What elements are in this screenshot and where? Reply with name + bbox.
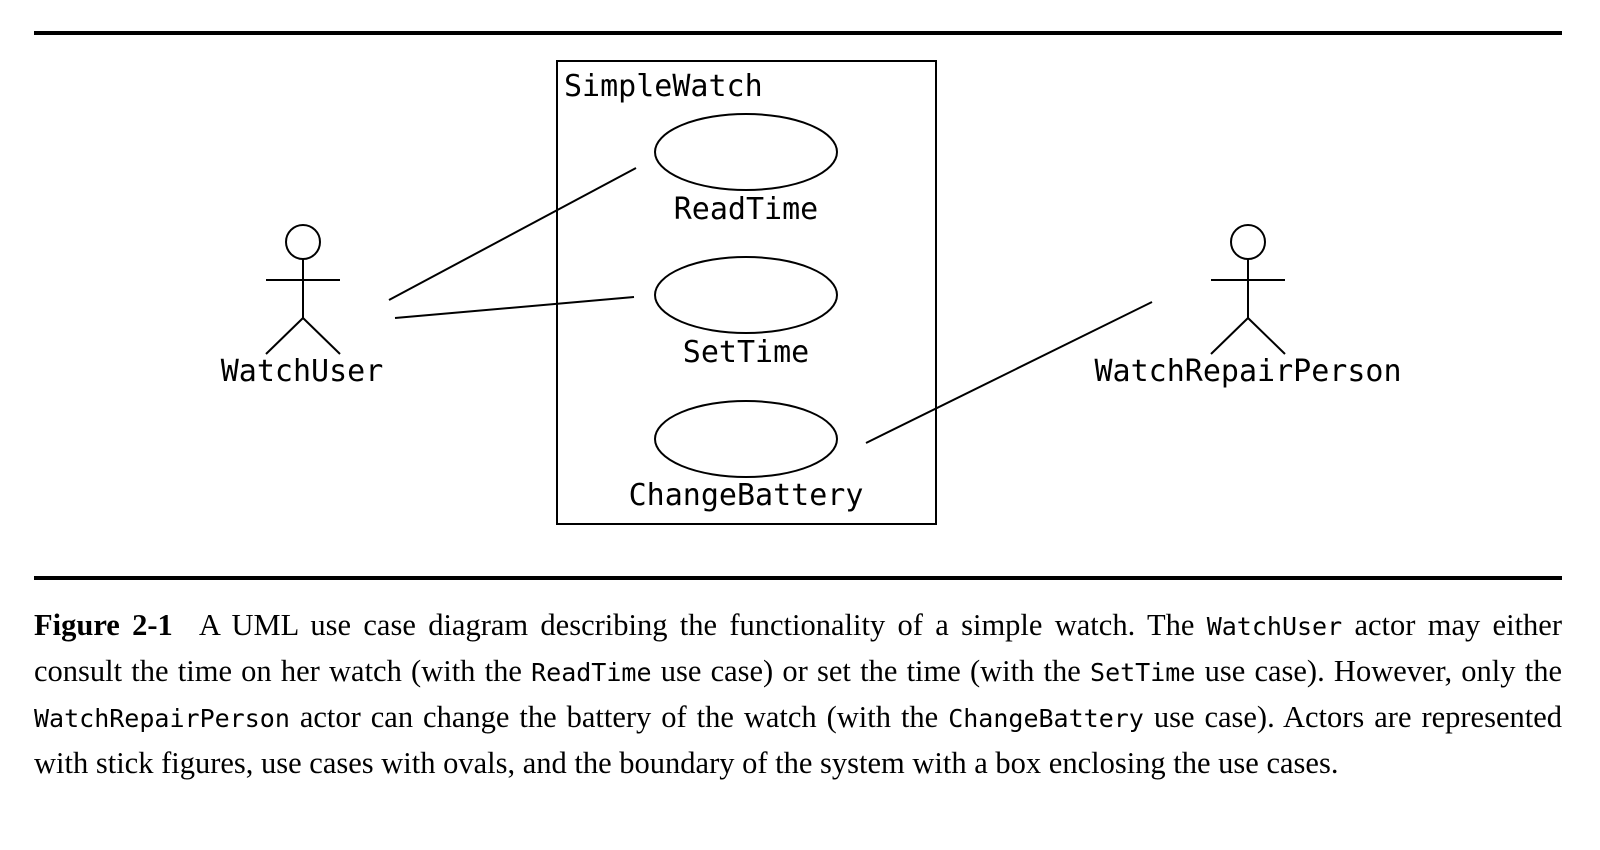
use-case-oval-changebattery: [654, 400, 838, 478]
use-case-oval-readtime: [654, 113, 838, 191]
use-case-label-settime: SetTime: [683, 335, 809, 370]
system-name-label: SimpleWatch: [564, 69, 763, 104]
caption-code-term: WatchRepairPerson: [34, 704, 290, 733]
stick-figure-icon-watchuser: [265, 224, 341, 355]
actor-label-watchrepairperson: WatchRepairPerson: [1094, 354, 1401, 389]
caption-text: use case). Actors are represented with s…: [34, 700, 1563, 780]
caption-code-term: ReadTime: [531, 658, 652, 687]
caption-text: actor can change the battery of the watc…: [289, 700, 949, 734]
figure-label: Figure 2-1: [34, 608, 173, 642]
use-case-oval-settime: [654, 256, 838, 334]
association-watchuser-settime: [394, 296, 635, 319]
association-watchuser-readtime: [388, 167, 637, 301]
caption-text: use case). However, only the: [1195, 654, 1562, 688]
caption-text: use case) or set the time (with the: [651, 654, 1091, 688]
caption-code-term: SetTime: [1090, 658, 1196, 687]
use-case-label-changebattery: ChangeBattery: [629, 478, 864, 513]
bottom-rule: [34, 576, 1562, 580]
caption-text: actor may either consult the time on her…: [34, 608, 1562, 688]
caption-code-term: ChangeBattery: [948, 704, 1144, 733]
stick-figure-icon-watchrepairperson: [1210, 224, 1286, 355]
caption-code-term: WatchUser: [1206, 612, 1343, 641]
top-rule: [34, 31, 1562, 35]
figure-caption: Figure 2-1 A UML use case diagram describ…: [34, 603, 1562, 785]
actor-label-watchuser: WatchUser: [221, 354, 384, 389]
use-case-label-readtime: ReadTime: [674, 192, 819, 227]
system-boundary-box: [556, 60, 937, 525]
caption-text: A UML use case diagram describing the fu…: [198, 608, 1207, 642]
use-case-diagram: SimpleWatch ReadTime SetTime ChangeBatte…: [221, 60, 1402, 525]
association-watchrepairperson-changebattery: [865, 301, 1153, 444]
